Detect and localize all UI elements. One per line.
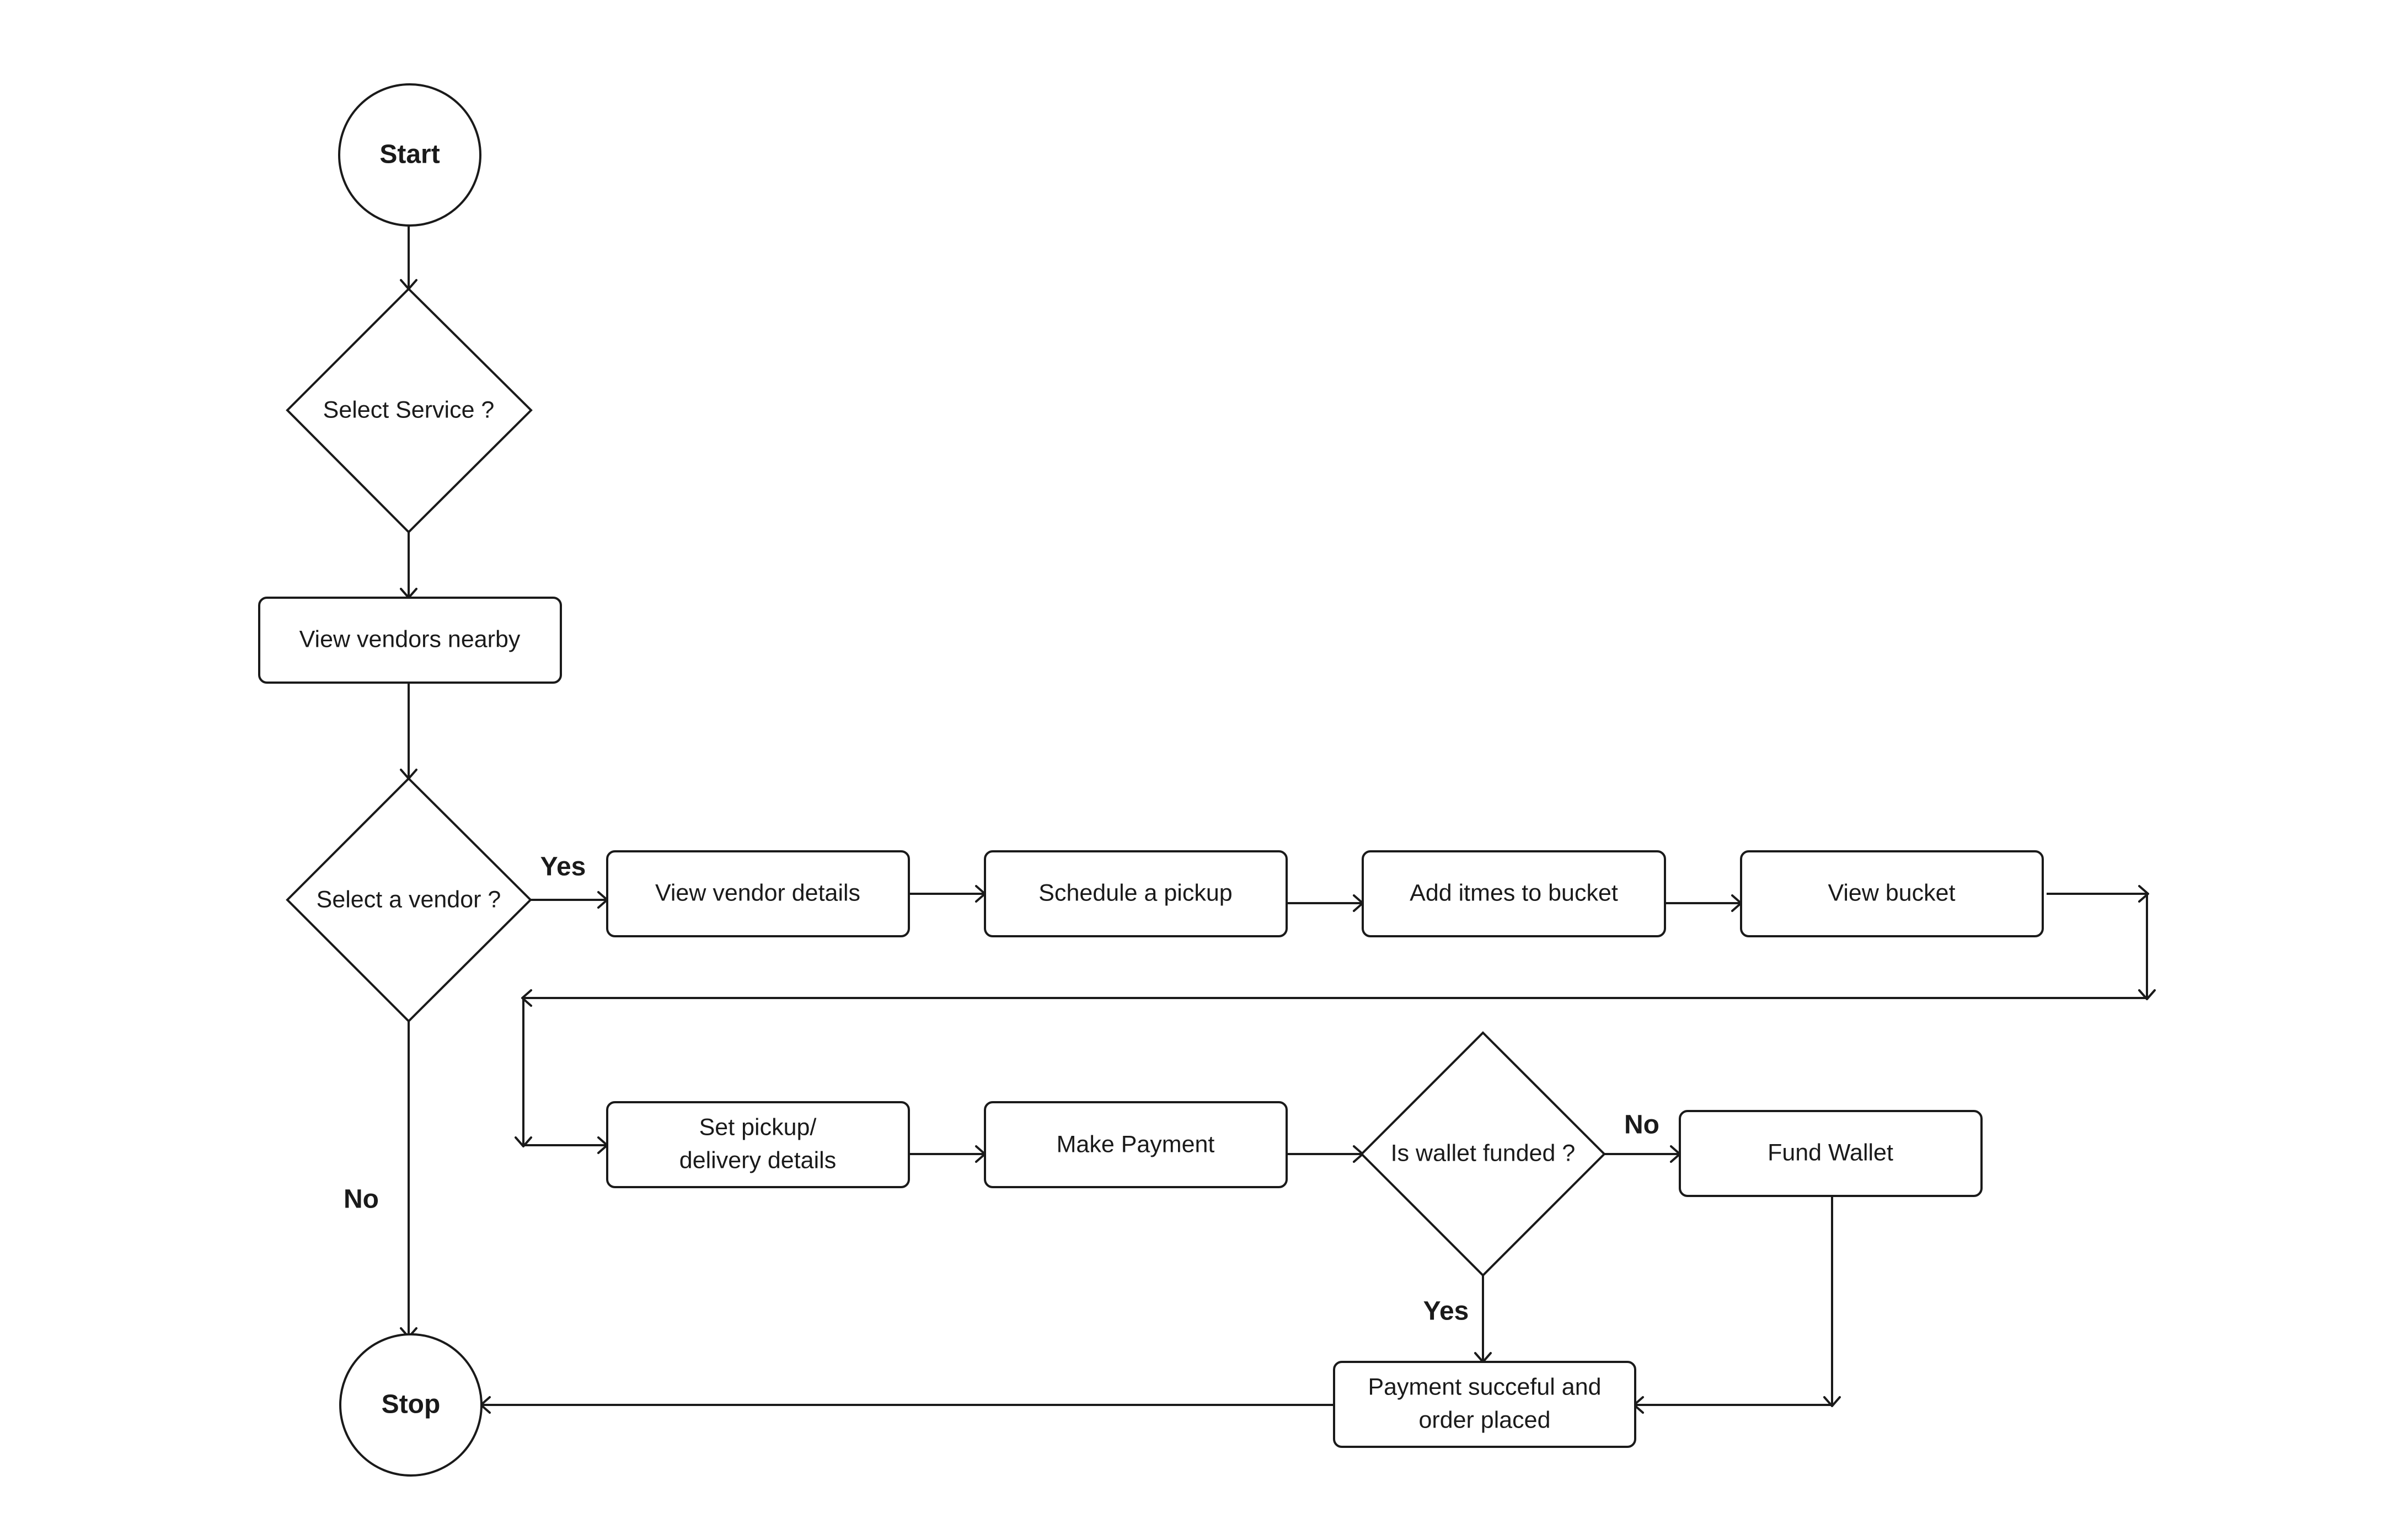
node-view-bucket: View bucket (1740, 850, 2044, 937)
edge-label-vendor-yes: Yes (540, 852, 586, 882)
node-set-pickup-line2: delivery details (679, 1147, 836, 1173)
node-stop-label: Stop (382, 1390, 441, 1419)
edge-label-wallet-no: No (1624, 1110, 1659, 1140)
node-select-service-label: Select Service ? (323, 396, 495, 423)
node-payment-success: Payment succeful and order placed (1333, 1361, 1636, 1448)
arrowhead-down-icon (1823, 1396, 1841, 1407)
node-payment-success-line2: order placed (1418, 1407, 1550, 1433)
node-select-vendor: Select a vendor ? (286, 777, 532, 1023)
edge-label-wallet-yes: Yes (1423, 1297, 1469, 1326)
connectors (400, 227, 2156, 1414)
node-select-service: Select Service ? (286, 287, 533, 534)
edge-fund-wallet-to-payment-success (1635, 1196, 1833, 1406)
node-view-vendors-label: View vendors nearby (299, 626, 521, 652)
node-set-pickup-details: Set pickup/ delivery details (606, 1101, 910, 1188)
node-wallet-funded: Is wallet funded ? (1360, 1031, 1606, 1277)
node-view-vendors: View vendors nearby (258, 597, 562, 684)
node-view-vendor-details: View vendor details (606, 850, 910, 937)
node-start-label: Start (379, 140, 440, 169)
node-add-items: Add itmes to bucket (1362, 850, 1666, 937)
arrowhead-down-icon (2138, 989, 2156, 1000)
node-view-vendor-details-label: View vendor details (655, 879, 860, 906)
node-make-payment-label: Make Payment (1057, 1131, 1215, 1157)
node-fund-wallet-label: Fund Wallet (1768, 1139, 1893, 1166)
node-select-vendor-label: Select a vendor ? (317, 886, 501, 913)
node-make-payment: Make Payment (984, 1101, 1288, 1188)
node-add-items-label: Add itmes to bucket (1410, 879, 1618, 906)
arrowhead-right-icon (2138, 885, 2149, 903)
edge-view-bucket-loop-to-set-pickup (522, 893, 2148, 1146)
node-fund-wallet: Fund Wallet (1679, 1110, 1983, 1197)
node-payment-success-line1: Payment succeful and (1368, 1373, 1601, 1400)
node-schedule-pickup: Schedule a pickup (984, 850, 1288, 937)
node-view-bucket-label: View bucket (1828, 879, 1955, 906)
arrowhead-down-icon (515, 1136, 532, 1147)
arrowhead-left-icon (521, 989, 532, 1007)
node-wallet-funded-label: Is wallet funded ? (1391, 1140, 1576, 1166)
node-start: Start (338, 83, 481, 227)
edge-label-vendor-no: No (344, 1185, 379, 1214)
node-stop: Stop (339, 1333, 483, 1477)
node-set-pickup-line1: Set pickup/ (699, 1114, 817, 1140)
node-schedule-pickup-label: Schedule a pickup (1038, 879, 1232, 906)
